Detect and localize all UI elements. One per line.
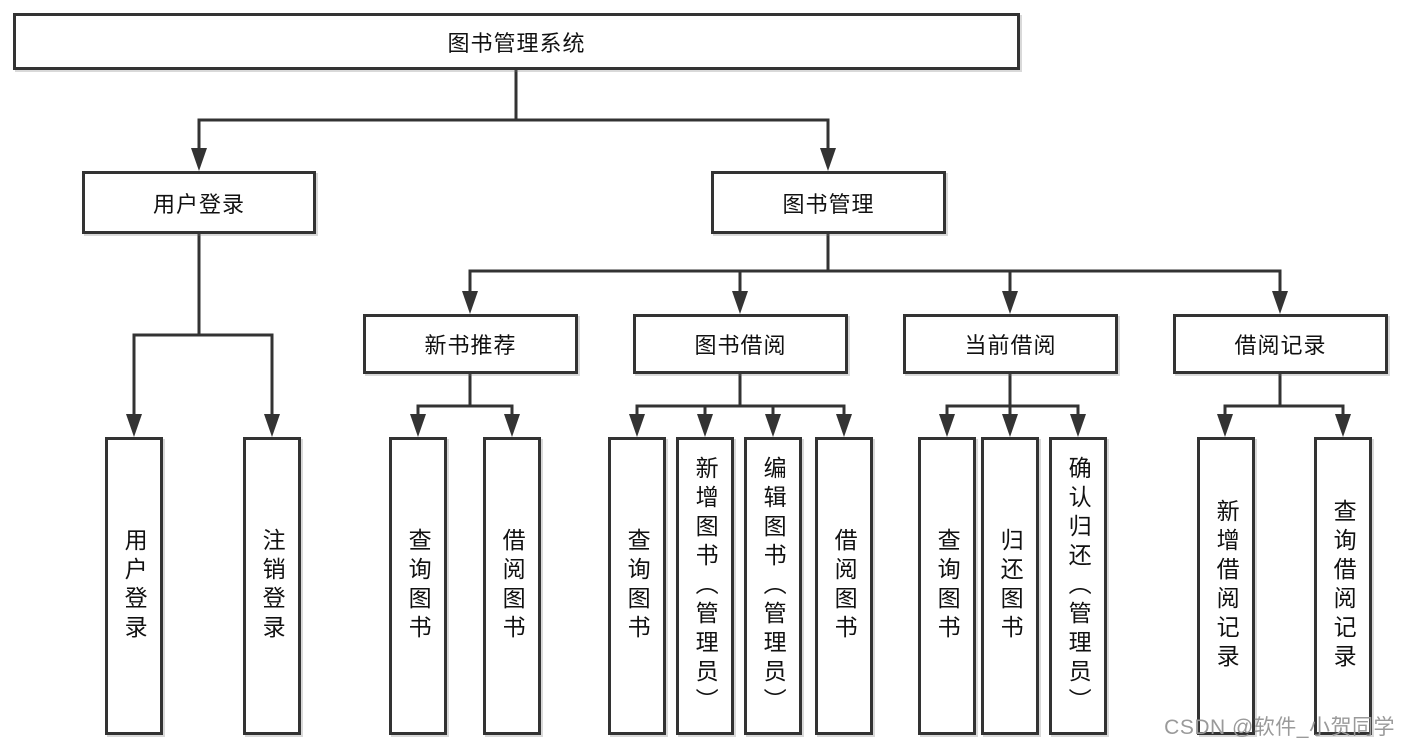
- leaf-user-login-label: 用户登录: [121, 528, 148, 644]
- leaf-recommend-borrow-book: 借阅图书: [483, 437, 541, 735]
- node-book-borrow: 图书借阅: [633, 314, 848, 374]
- leaf-recommend-query-book-label: 查询图书: [405, 528, 432, 644]
- leaf-borrow-query-book-label: 查询图书: [624, 528, 651, 644]
- leaf-current-query-book-label: 查询图书: [934, 528, 961, 644]
- leaf-return-book: 归还图书: [981, 437, 1039, 735]
- leaf-query-borrow-record: 查询借阅记录: [1314, 437, 1372, 735]
- leaf-confirm-return-admin-label: 确认归还（管理员）: [1065, 455, 1092, 717]
- leaf-current-query-book: 查询图书: [918, 437, 976, 735]
- leaf-query-borrow-record-label: 查询借阅记录: [1330, 499, 1357, 673]
- leaf-logout: 注销登录: [243, 437, 301, 735]
- leaf-add-book-admin-label: 新增图书（管理员）: [692, 455, 719, 717]
- leaf-borrow-book-label: 借阅图书: [831, 528, 858, 644]
- node-current-borrow: 当前借阅: [903, 314, 1118, 374]
- leaf-add-borrow-record-label: 新增借阅记录: [1213, 499, 1240, 673]
- leaf-borrow-query-book: 查询图书: [608, 437, 666, 735]
- leaf-edit-book-admin-label: 编辑图书（管理员）: [760, 455, 787, 717]
- leaf-logout-label: 注销登录: [259, 528, 286, 644]
- leaf-add-book-admin: 新增图书（管理员）: [676, 437, 734, 735]
- leaf-borrow-book: 借阅图书: [815, 437, 873, 735]
- leaf-confirm-return-admin: 确认归还（管理员）: [1049, 437, 1107, 735]
- leaf-recommend-query-book: 查询图书: [389, 437, 447, 735]
- node-new-book-recommend: 新书推荐: [363, 314, 578, 374]
- node-book-management: 图书管理: [711, 171, 946, 234]
- leaf-recommend-borrow-book-label: 借阅图书: [499, 528, 526, 644]
- leaf-edit-book-admin: 编辑图书（管理员）: [744, 437, 802, 735]
- leaf-return-book-label: 归还图书: [997, 528, 1024, 644]
- leaf-user-login: 用户登录: [105, 437, 163, 735]
- csdn-watermark: CSDN @软件_小贺同学: [1164, 716, 1395, 739]
- node-user-login: 用户登录: [82, 171, 316, 234]
- leaf-add-borrow-record: 新增借阅记录: [1197, 437, 1255, 735]
- node-library-management-system: 图书管理系统: [13, 13, 1020, 70]
- node-borrow-records: 借阅记录: [1173, 314, 1388, 374]
